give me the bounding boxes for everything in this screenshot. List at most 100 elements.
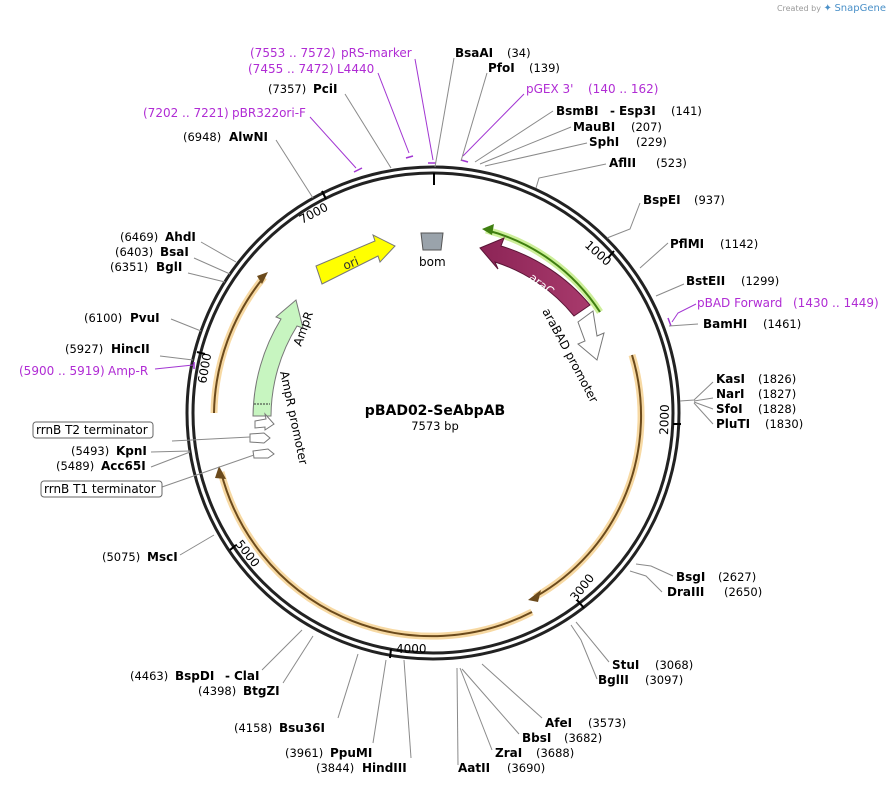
svg-text:BstEII: BstEII [686, 274, 725, 288]
primer-range: (7553 .. 7572) [250, 46, 336, 60]
svg-text:BsgI: BsgI [676, 570, 705, 584]
enzyme-StuI[interactable]: StuI (3068) [575, 621, 693, 672]
rrnB-T1-terminator-label[interactable]: rrnB T1 terminator [40, 454, 255, 498]
enzyme-MauBI[interactable]: MauBI (207) [479, 120, 662, 165]
snapgene-logo: ✦ [823, 3, 832, 14]
rrnB-T1-terminator-feature[interactable] [252, 448, 275, 459]
enzyme-BstEII[interactable]: BstEII (1299) [655, 274, 779, 297]
enzyme-PpuMI[interactable]: (3961) PpuMI [285, 659, 387, 760]
enzyme-BspEI[interactable]: BspEI (937) [606, 193, 725, 239]
svg-text:Esp3I: Esp3I [619, 104, 656, 118]
AmpR-promoter-arrow[interactable] [254, 412, 275, 431]
orf-arc-bottom [220, 471, 533, 638]
enzyme-MscI[interactable]: (5075) MscI [102, 534, 215, 564]
enzyme-PciI[interactable]: (7357) PciI [268, 82, 392, 169]
enzyme-AlwNI[interactable]: (6948) AlwNI [183, 130, 314, 199]
enzyme-BspDI-ClaI[interactable]: (4463) BspDI - ClaI [130, 629, 303, 683]
promoter-line [485, 229, 601, 313]
enzyme-DraIII[interactable]: DraIII (2650) [629, 570, 762, 599]
svg-text:(141): (141) [671, 104, 702, 118]
svg-text:(4463): (4463) [130, 669, 168, 683]
enzyme-SphI[interactable]: SphI (229) [484, 135, 667, 167]
svg-text:(6469): (6469) [120, 230, 158, 244]
svg-text:2000: 2000 [657, 404, 672, 435]
svg-text:Acc65I: Acc65I [101, 459, 146, 473]
enzyme-KpnI[interactable]: (5493) KpnI [71, 444, 191, 458]
araC-feature[interactable] [479, 237, 591, 317]
svg-text:(3690): (3690) [507, 761, 545, 775]
svg-text:AfeI: AfeI [545, 716, 572, 730]
enzyme-BsgI[interactable]: BsgI (2627) [635, 563, 756, 584]
primer-pRS-marker[interactable]: (7553 .. 7572) pRS-marker [250, 46, 436, 164]
svg-text:AflII: AflII [609, 156, 636, 170]
primer-pBR322ori-F[interactable]: (7202 .. 7221) pBR322ori-F [143, 106, 363, 173]
svg-text:PpuMI: PpuMI [330, 746, 372, 760]
svg-text:AhdI: AhdI [165, 230, 196, 244]
svg-text:HincII: HincII [111, 342, 150, 356]
svg-text:(7357): (7357) [268, 82, 306, 96]
primer-pBAD-Forward[interactable]: pBAD Forward (1430 .. 1449) [667, 296, 879, 327]
svg-text:KasI: KasI [716, 372, 745, 386]
bom-feature[interactable] [420, 232, 444, 251]
enzyme-PvuI[interactable]: (6100) PvuI [84, 311, 202, 332]
bom-label: bom [419, 255, 446, 269]
svg-text:(1299): (1299) [741, 274, 779, 288]
enzyme-HindIII[interactable]: (3844) HindIII [316, 659, 412, 775]
svg-text:(1826): (1826) [758, 372, 796, 386]
enzyme-BsmBI-Esp3I[interactable]: BsmBI - Esp3I (141) [474, 104, 702, 163]
araBAD-promoter-arrow[interactable] [577, 310, 605, 361]
primer-L4440[interactable]: (7455 .. 7472) L4440 [248, 62, 414, 159]
enzyme-KasI[interactable]: KasI (1826) [679, 372, 796, 402]
enzyme-HincII[interactable]: (5927) HincII [65, 342, 194, 361]
enzyme-PflMI[interactable]: PflMI (1142) [639, 237, 758, 269]
enzyme-AfeI[interactable]: AfeI (3573) [481, 663, 626, 730]
svg-text:KpnI: KpnI [116, 444, 147, 458]
enzyme-ZraI[interactable]: ZraI (3688) [459, 667, 574, 760]
enzyme-BsaAI[interactable]: BsaAI (34) [434, 46, 531, 168]
enzyme-PfoI[interactable]: PfoI (139) [460, 61, 560, 162]
enzyme-Bsu36I[interactable]: (4158) Bsu36I [234, 653, 359, 735]
enzyme-NarI[interactable]: NarI (1827) [693, 387, 796, 402]
svg-text:(229): (229) [636, 135, 667, 149]
svg-text:NarI: NarI [716, 387, 745, 401]
primer-range: (7455 .. 7472) [248, 62, 334, 76]
enzyme-BtgZI[interactable]: (4398) BtgZI [198, 635, 314, 698]
enzyme-BamHI[interactable]: BamHI (1461) [668, 317, 801, 331]
svg-text:(6351): (6351) [110, 260, 148, 274]
enzyme-BsaI[interactable]: (6403) BsaI [115, 245, 231, 275]
rrnB-T2-terminator-feature[interactable] [249, 432, 271, 444]
enzyme-BbsI[interactable]: BbsI (3682) [461, 668, 602, 745]
svg-text:AlwNI: AlwNI [229, 130, 268, 144]
svg-text:(937): (937) [694, 193, 725, 207]
enzyme-AflII[interactable]: AflII (523) [535, 156, 687, 189]
enzyme-BglI[interactable]: (6351) BglI [110, 260, 226, 283]
svg-text:SphI: SphI [589, 135, 619, 149]
svg-text:(6948): (6948) [183, 130, 221, 144]
snapgene-credit: Created by ✦ SnapGene [777, 3, 886, 14]
enzyme-AatII[interactable]: AatII (3690) [456, 667, 545, 775]
svg-text:HindIII: HindIII [362, 761, 407, 775]
svg-text:(3682): (3682) [564, 731, 602, 745]
ori-feature[interactable] [315, 234, 396, 285]
AmpR-feature[interactable] [252, 299, 304, 417]
svg-text:(6403): (6403) [115, 245, 153, 259]
svg-text:(5075): (5075) [102, 550, 140, 564]
primer-Amp-R[interactable]: (5900 .. 5919) Amp-R [19, 362, 195, 378]
svg-text:Bsu36I: Bsu36I [279, 721, 325, 735]
enzyme-PluTI[interactable]: PluTI (1830) [693, 402, 803, 431]
enzyme-Acc65I[interactable]: (5489) Acc65I [56, 451, 191, 473]
enzyme-SfoI[interactable]: SfoI (1828) [693, 401, 796, 416]
primer-pGEX-3[interactable]: pGEX 3' (140 .. 162) [460, 82, 658, 163]
svg-text:(3068): (3068) [655, 658, 693, 672]
svg-text:(1827): (1827) [758, 387, 796, 401]
primer-name: pGEX 3' [526, 82, 573, 96]
svg-text:BspDI: BspDI [175, 669, 214, 683]
svg-text:(4158): (4158) [234, 721, 272, 735]
enzyme-BglII[interactable]: BglII (3097) [570, 624, 683, 687]
enzyme-AhdI[interactable]: (6469) AhdI [120, 230, 237, 263]
svg-text:(2627): (2627) [718, 570, 756, 584]
svg-text:PvuI: PvuI [130, 311, 160, 325]
rrnB-T2-terminator-label[interactable]: rrnB T2 terminator [32, 421, 251, 442]
orf-arc-left-arrow [257, 272, 268, 284]
